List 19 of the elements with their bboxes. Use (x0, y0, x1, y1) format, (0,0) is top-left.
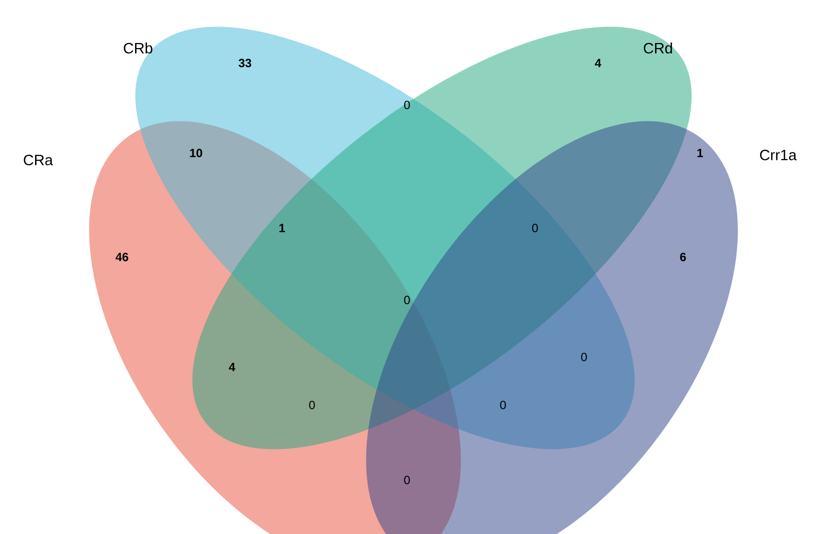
region-count: 0 (500, 400, 506, 410)
region-count: 1 (279, 224, 285, 232)
region-count: 1 (697, 148, 703, 158)
region-count: 46 (116, 252, 128, 262)
region-count: 0 (404, 296, 410, 304)
region-count: 10 (190, 148, 202, 158)
region-count: 0 (581, 352, 587, 362)
region-count: 6 (680, 252, 686, 262)
region-count: 0 (309, 400, 315, 410)
set-name: Crr1a (760, 150, 797, 160)
set-name: CRd (644, 42, 672, 54)
region-count: 33 (238, 58, 252, 68)
set-name: CRb (124, 42, 152, 54)
region-count: 4 (594, 58, 602, 68)
region-count: 0 (532, 224, 538, 232)
region-count: 0 (404, 100, 410, 110)
region-count: 4 (228, 362, 236, 372)
region-count: 0 (404, 476, 410, 484)
set-name: CRa (24, 154, 53, 166)
